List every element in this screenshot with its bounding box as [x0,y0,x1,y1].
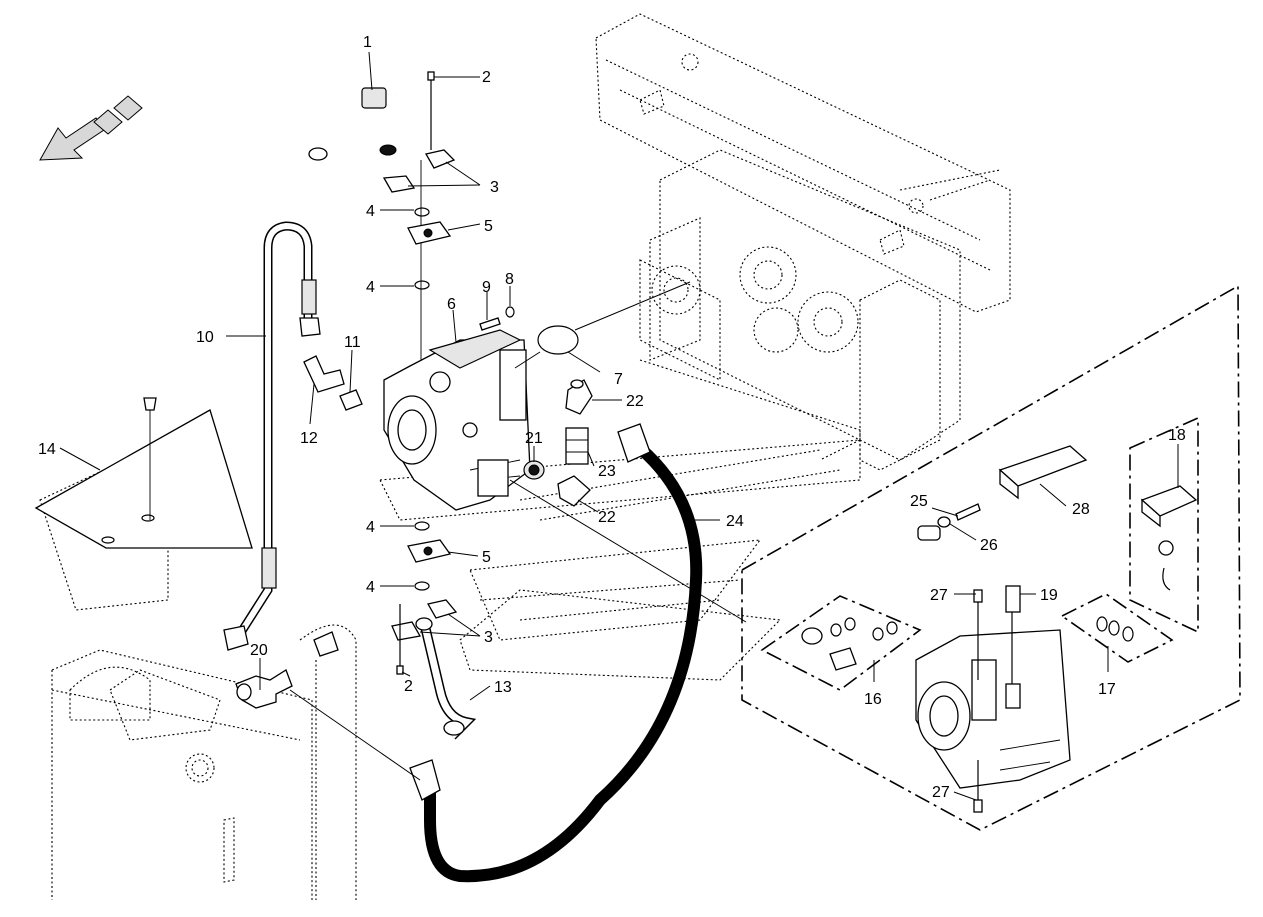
part-27-screw-bottom [973,760,983,813]
part-17-oring-kit [1096,616,1134,642]
part-25-screw [955,503,981,521]
callout-13: 13 [494,679,512,696]
callout-5: 5 [484,218,493,235]
part-4-oring-b [414,280,430,290]
part-22-elbow-top [565,379,593,415]
part-12-elbow [303,355,345,393]
part-1-pipe [308,87,400,161]
callout-17: 17 [1098,681,1116,698]
callout-4: 4 [366,579,375,596]
callout-22: 22 [598,509,616,526]
kit-boundary [741,284,1241,831]
part-23-adapter [565,427,589,465]
part-27-screw-top [973,589,983,680]
part-3-clamps-top [382,149,456,193]
callout-27: 27 [932,784,950,801]
callout-4: 4 [366,203,375,220]
callout-5: 5 [482,549,491,566]
callout-28: 28 [1072,501,1090,518]
callout-2: 2 [482,69,491,86]
part-2-bolt-bottom [396,604,404,675]
kit-17-boundary [1060,593,1174,663]
callout-19: 19 [1040,587,1058,604]
callout-16: 16 [864,691,882,708]
callout-4: 4 [366,279,375,296]
callout-26: 26 [980,537,998,554]
part-10-hose [223,221,321,651]
part-5-flange-bottom [407,539,452,563]
callout-9: 9 [482,279,491,296]
part-18-cover [1140,485,1198,591]
callout-20: 20 [250,642,268,659]
kit-18-boundary [1129,416,1199,634]
direction-arrow-icon [39,95,143,161]
callout-3: 3 [490,179,499,196]
callout-22: 22 [626,393,644,410]
part-24-hose [409,423,703,883]
part-2-bolt-top [427,71,435,150]
callout-18: 18 [1168,427,1186,444]
part-26-plug [917,516,951,541]
part-20-tee [235,631,339,709]
part-14-plate [34,397,253,549]
part-4-oring-a [414,207,430,217]
part-13-pipe [415,617,477,740]
part-11-adapter [339,389,363,411]
callout-12: 12 [300,430,318,447]
part-3-clamps-bottom [391,599,458,641]
callout-4: 4 [366,519,375,536]
kit-16-boundary [760,595,922,691]
part-21-fitting [523,460,545,480]
part-7-seal [537,325,579,355]
part-5-flange-top [407,221,452,245]
callout-1: 1 [363,34,372,51]
part-8-washer [505,306,515,318]
part-6-pump [383,329,531,511]
callout-21: 21 [525,430,543,447]
part-4-oring-d [414,581,430,591]
callout-8: 8 [505,271,514,288]
callout-labels: 1 2 3 4 5 4 9 8 6 7 10 11 12 14 22 21 23… [38,34,1186,801]
part-28-block [998,445,1088,500]
pump-assembly-kit [915,629,1071,789]
part-19-valve [1005,585,1021,684]
callout-6: 6 [447,296,456,313]
part-9-bolt [479,317,501,331]
callout-24: 24 [726,513,744,530]
part-22-elbow-bottom [557,475,591,507]
callout-14: 14 [38,441,56,458]
callout-11: 11 [344,334,361,351]
callout-23: 23 [598,463,616,480]
leader-lines [59,51,1179,801]
callout-3: 3 [484,629,493,646]
part-4-oring-c [414,521,430,531]
callout-2: 2 [404,678,413,695]
callout-7: 7 [614,371,623,388]
callout-27: 27 [930,587,948,604]
callout-10: 10 [196,329,214,346]
part-16-seal-kit [801,617,898,671]
callout-25: 25 [910,493,928,510]
